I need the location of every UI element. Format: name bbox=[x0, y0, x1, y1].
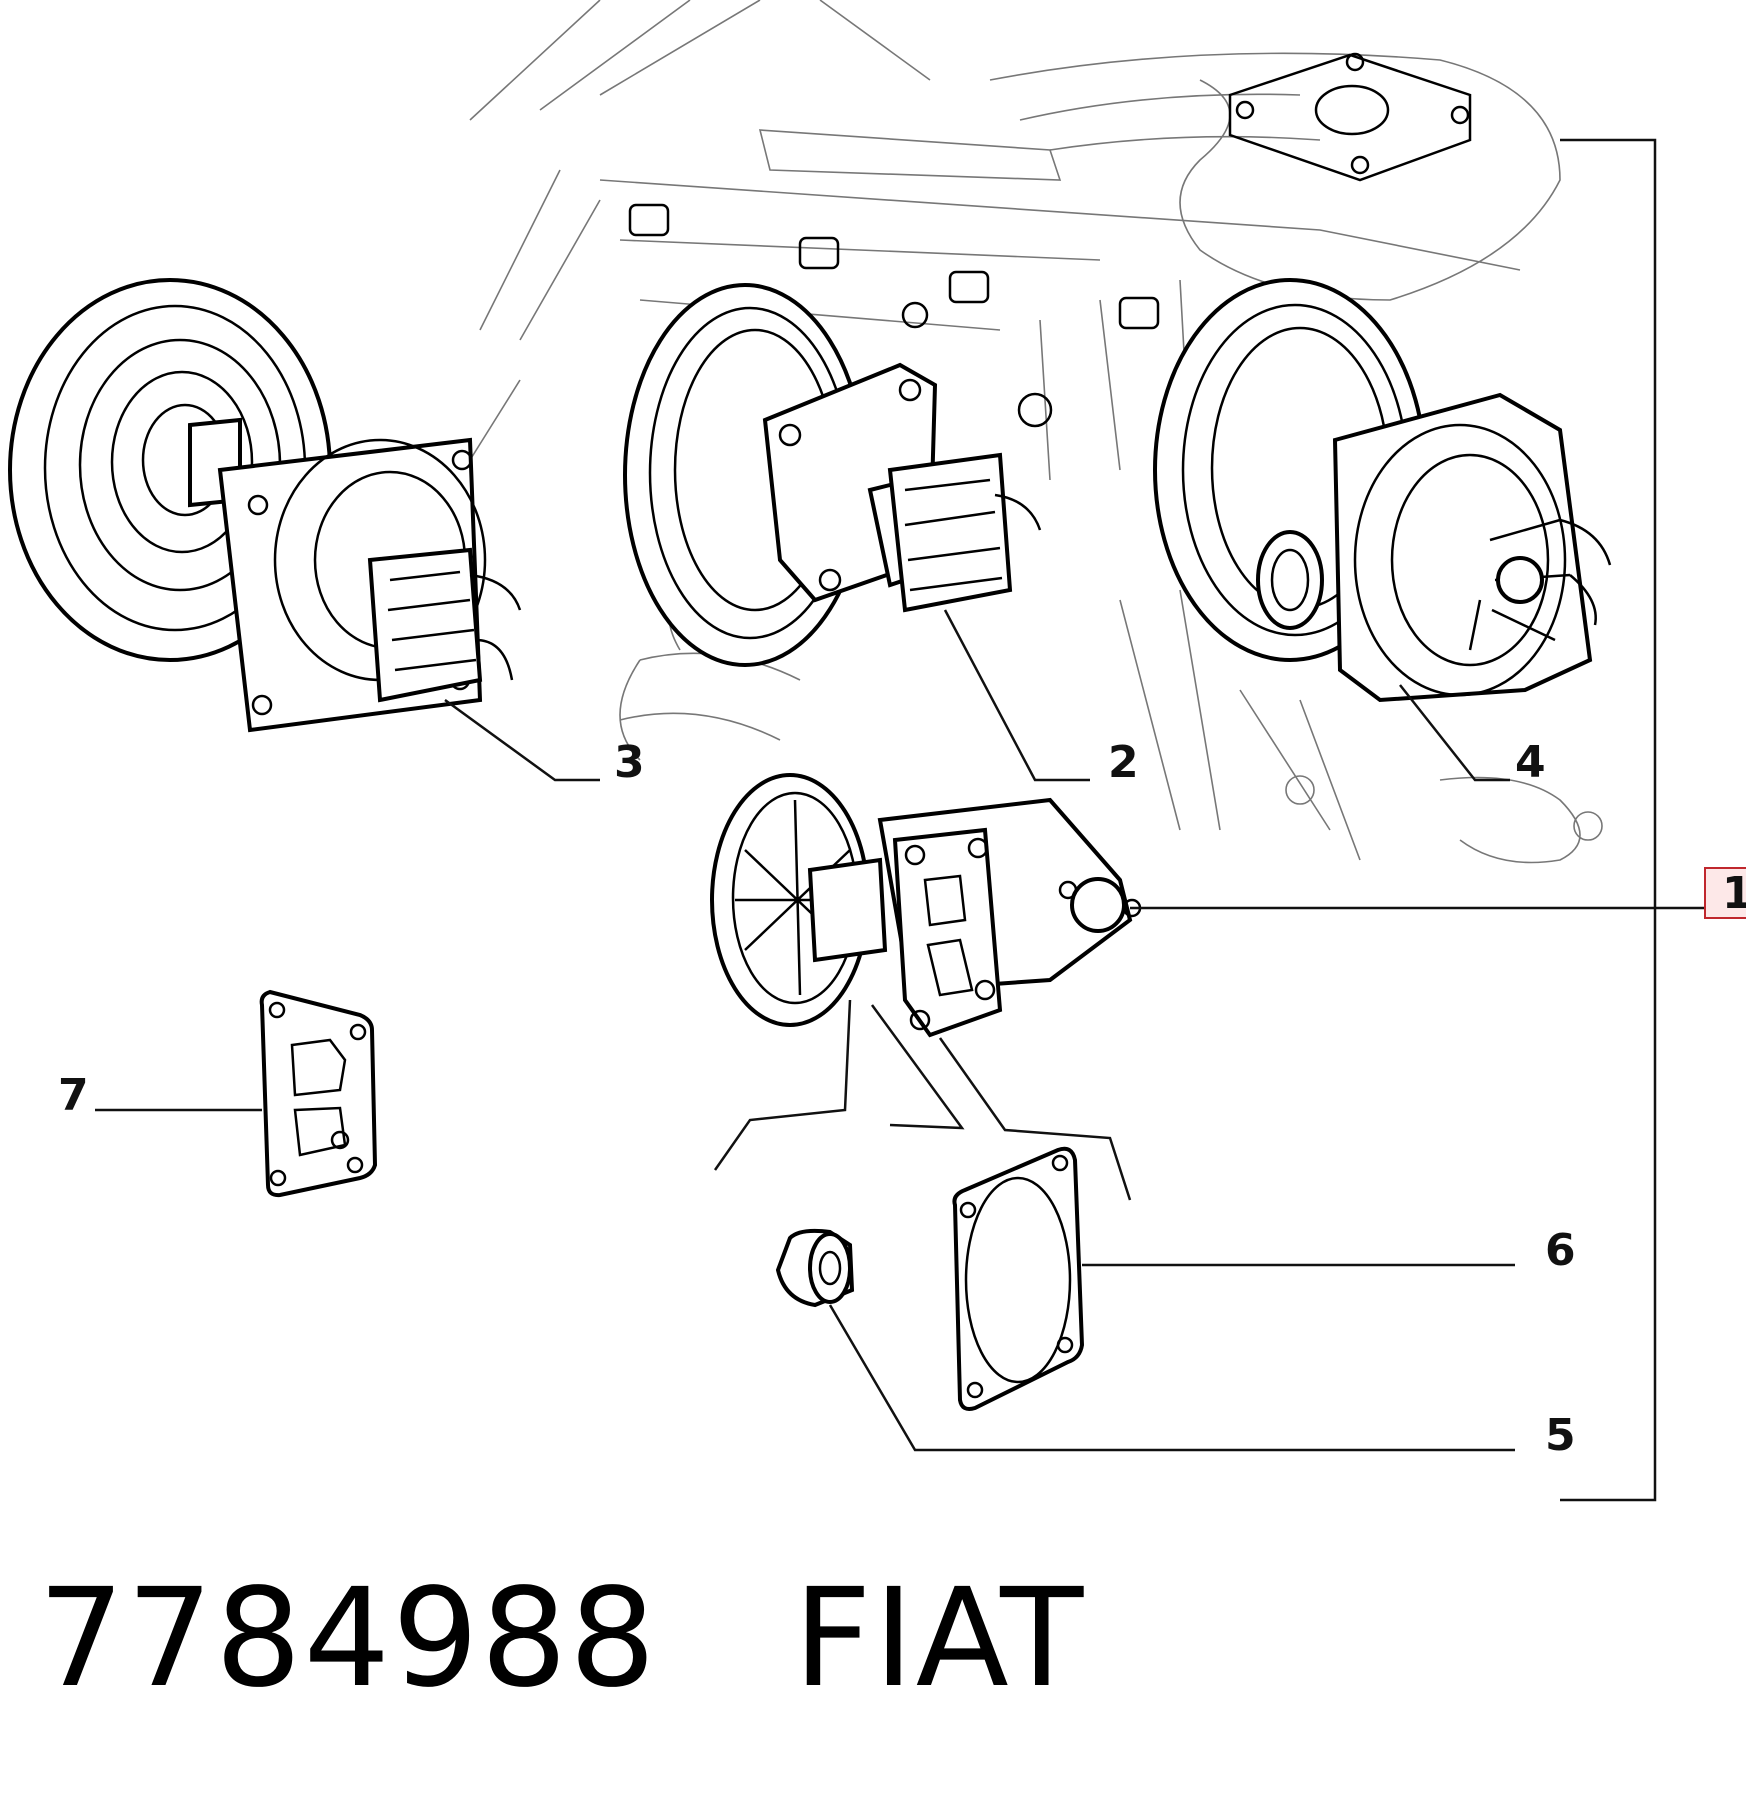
bolt-head bbox=[948, 270, 990, 304]
impeller-icon bbox=[367, 547, 522, 703]
callout-7-label: 7 bbox=[58, 1070, 89, 1121]
manifold-flange bbox=[1228, 52, 1472, 182]
gasket-6 bbox=[952, 1146, 1085, 1411]
callout-6: 6 bbox=[1545, 1225, 1576, 1276]
bolt-head bbox=[798, 236, 840, 270]
callout-5-label: 5 bbox=[1545, 1410, 1576, 1461]
callout-6-label: 6 bbox=[1545, 1225, 1576, 1276]
part-identifier: 7784988 FIAT bbox=[38, 1560, 1085, 1718]
impeller-icon bbox=[1468, 518, 1612, 651]
water-pump-variant-3 bbox=[8, 278, 522, 733]
bolt-head bbox=[628, 203, 670, 237]
part-number: 7784988 bbox=[38, 1560, 658, 1718]
callout-2-label: 2 bbox=[1108, 737, 1139, 788]
callout-2: 2 bbox=[1108, 737, 1139, 788]
callout-1-label: 1 bbox=[1722, 868, 1746, 919]
callout-3-label: 3 bbox=[614, 737, 645, 788]
callout-5: 5 bbox=[1545, 1410, 1576, 1461]
callout-3: 3 bbox=[614, 737, 645, 788]
brand-name: FIAT bbox=[793, 1560, 1086, 1718]
water-pump-assembly-1 bbox=[710, 773, 1142, 1038]
callout-1-highlight bbox=[1704, 867, 1746, 919]
gasket-7 bbox=[259, 989, 378, 1198]
water-pump-variant-2 bbox=[623, 283, 1042, 667]
callout-1: 1 bbox=[1704, 867, 1746, 919]
water-pump-variant-4 bbox=[1153, 278, 1612, 703]
callout-4: 4 bbox=[1515, 737, 1546, 788]
seal-5 bbox=[775, 1228, 855, 1308]
callout-7: 7 bbox=[58, 1070, 89, 1121]
leader-lines bbox=[95, 138, 1705, 1502]
callout-4-label: 4 bbox=[1515, 737, 1546, 788]
impeller-icon bbox=[887, 452, 1042, 613]
bolt-head bbox=[1118, 296, 1160, 330]
